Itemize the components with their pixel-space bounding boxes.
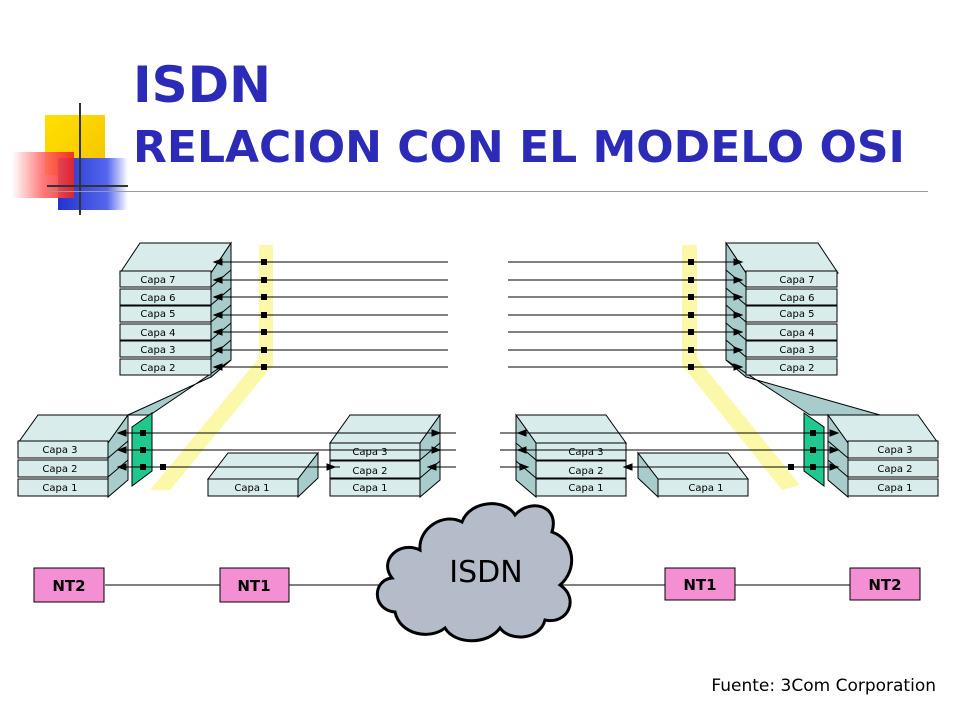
- layer-label: Capa 1: [42, 483, 77, 494]
- layer-label: Capa 6: [140, 293, 175, 304]
- title-divider: [48, 191, 928, 192]
- yellow-panel-right: [682, 245, 800, 490]
- layer-label: Capa 2: [352, 466, 387, 477]
- device-label: NT1: [683, 576, 716, 594]
- layer-label: Capa 3: [779, 345, 814, 356]
- device-label: NT2: [52, 577, 85, 595]
- left-lower-stack: Capa 3 Capa 2 Capa 1: [17, 413, 129, 499]
- left-nt1-layer1: Capa 1: [206, 451, 320, 499]
- layer-label: Capa 3: [568, 447, 603, 458]
- layer-label: Capa 2: [42, 464, 77, 475]
- lower-signal-lines: [116, 429, 840, 471]
- layer-label: Capa 5: [140, 309, 175, 320]
- layer-label: Capa 7: [779, 275, 814, 286]
- layer-label: Capa 3: [877, 445, 912, 456]
- device-nt2-right: NT2: [849, 567, 921, 601]
- layer-label: Capa 1: [568, 483, 603, 494]
- right-lower-stack: Capa 3 Capa 2 Capa 1: [827, 413, 939, 499]
- layer-label: Capa 1: [352, 483, 387, 494]
- page-title: ISDN: [133, 56, 271, 114]
- layer-label: Capa 2: [140, 363, 175, 374]
- layer-label: Capa 7: [140, 275, 175, 286]
- layer-label: Capa 4: [779, 328, 814, 339]
- layer-label: Capa 2: [877, 464, 912, 475]
- upper-signal-lines: [212, 258, 744, 371]
- cloud-label: ISDN: [449, 555, 522, 590]
- right-nt1-layer1: Capa 1: [636, 451, 750, 499]
- device-label: NT1: [237, 577, 270, 595]
- left-upper-stack: Capa 7 Capa 6 Capa 5 Capa 4 Capa 3 Capa …: [119, 241, 232, 416]
- right-center-stack: Capa 3 Capa 2 Capa 1: [515, 413, 627, 499]
- layer-label: Capa 6: [779, 293, 814, 304]
- layer-label: Capa 4: [140, 328, 175, 339]
- device-label: NT2: [868, 576, 901, 594]
- device-nt2-left: NT2: [33, 567, 105, 603]
- layer-label: Capa 3: [352, 447, 387, 458]
- device-nt1-left: NT1: [219, 567, 290, 603]
- layer-label: Capa 1: [688, 483, 723, 494]
- layer-label: Capa 3: [140, 345, 175, 356]
- source-caption: Fuente: 3Com Corporation: [711, 676, 936, 696]
- corner-logo: [12, 103, 128, 215]
- layer-label: Capa 2: [568, 466, 603, 477]
- device-nt1-right: NT1: [664, 567, 736, 601]
- layer-label: Capa 5: [779, 309, 814, 320]
- isdn-cloud: ISDN: [375, 502, 574, 643]
- page-subtitle: RELACION CON EL MODELO OSI: [133, 122, 905, 173]
- right-upper-stack: Capa 7 Capa 6 Capa 5 Capa 4 Capa 3 Capa …: [725, 241, 881, 416]
- layer-label: Capa 1: [234, 483, 269, 494]
- connection-points: [140, 259, 816, 470]
- left-center-stack: Capa 3 Capa 2 Capa 1: [329, 413, 441, 499]
- layer-label: Capa 2: [779, 363, 814, 374]
- layer-label: Capa 1: [877, 483, 912, 494]
- layer-label: Capa 3: [42, 445, 77, 456]
- yellow-panel-left: [150, 245, 273, 490]
